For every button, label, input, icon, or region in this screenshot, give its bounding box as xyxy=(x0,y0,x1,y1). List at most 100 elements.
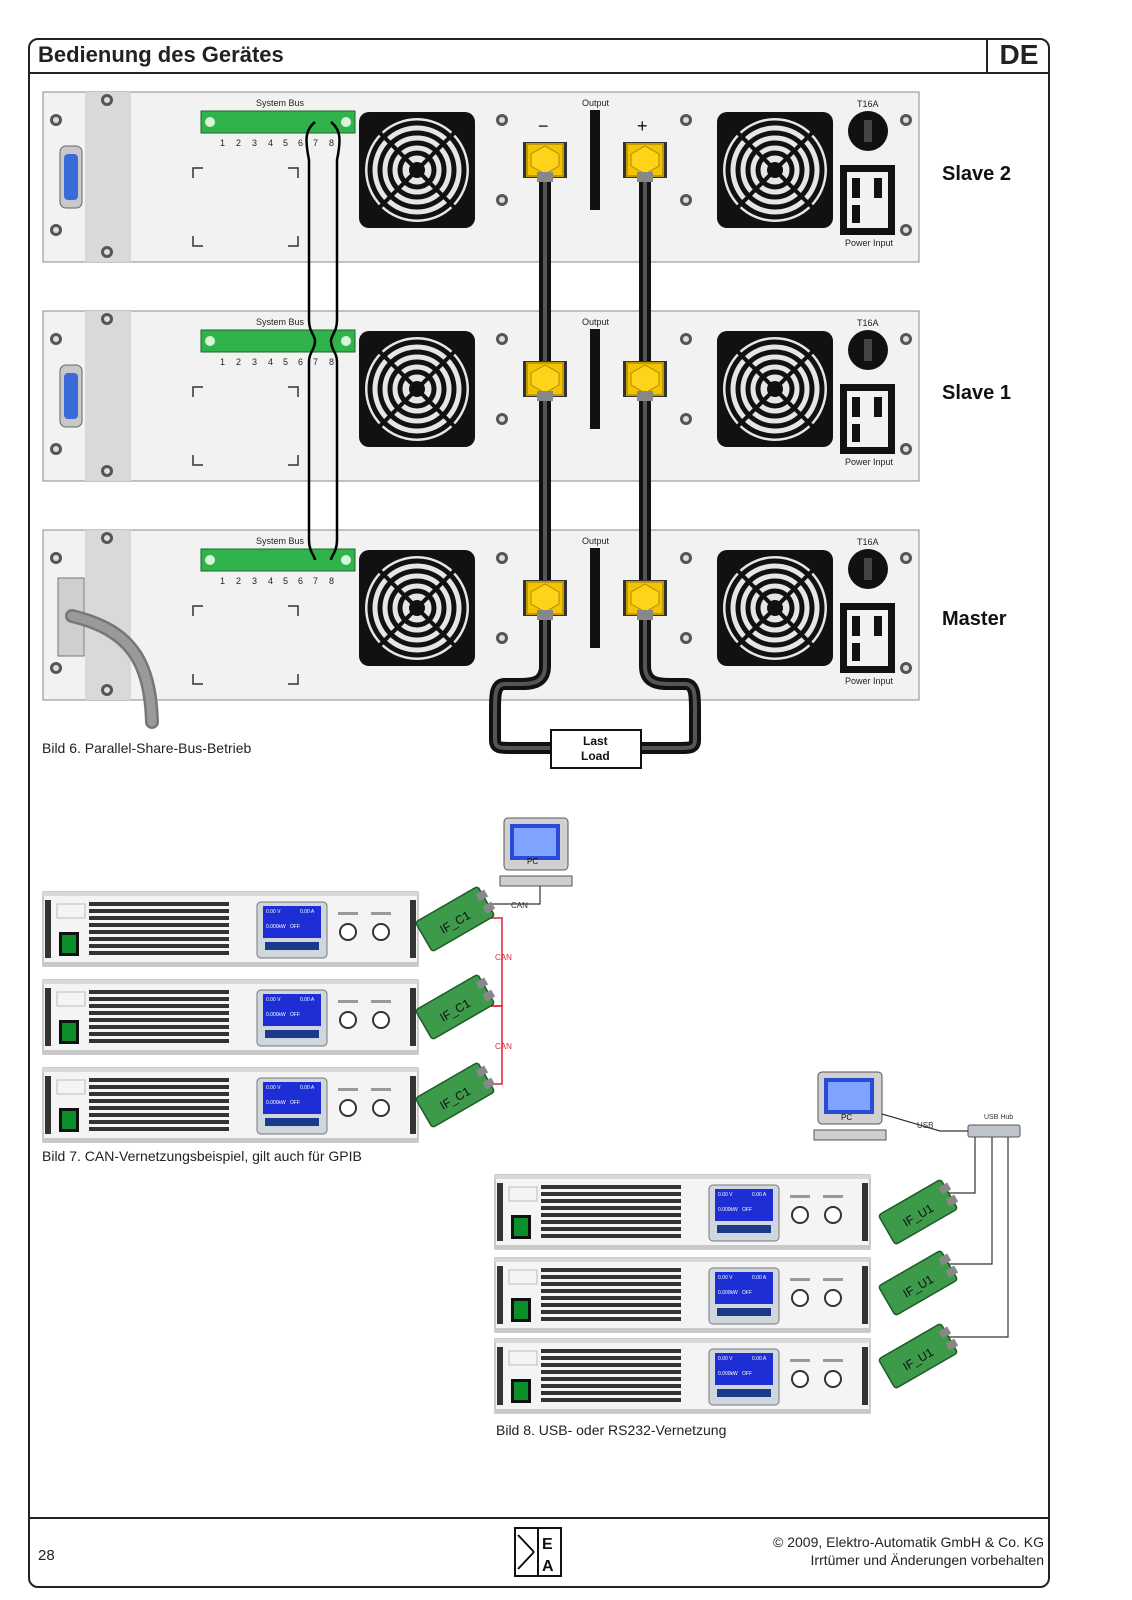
figure-6-parallel-share-bus: System Bus System Bus System Bus Output … xyxy=(42,91,1011,769)
can-pc-cable xyxy=(484,886,541,905)
svg-text:A: A xyxy=(542,1558,554,1575)
copyright-notice: © 2009, Elektro-Automatik GmbH & Co. KG … xyxy=(773,1533,1044,1569)
svg-text:0.000kW: 0.000kW xyxy=(266,924,286,930)
page-title: Bedienung des Gerätes xyxy=(38,42,284,67)
usb-cables xyxy=(881,1113,1009,1338)
minus-label: − xyxy=(538,116,549,136)
pc-icon xyxy=(813,1071,887,1141)
svg-text:OFF: OFF xyxy=(290,1100,300,1106)
svg-text:E: E xyxy=(542,1536,553,1553)
svg-text:0.00 A: 0.00 A xyxy=(752,1356,767,1362)
svg-text:7: 7 xyxy=(313,357,318,367)
plus-label: + xyxy=(637,116,648,136)
svg-text:0.00 V: 0.00 V xyxy=(266,909,281,915)
copyright-line-2: Irrtümer und Änderungen vorbehalten xyxy=(810,1552,1044,1568)
svg-text:7: 7 xyxy=(313,138,318,148)
page-number: 28 xyxy=(38,1547,55,1564)
svg-text:0.00 A: 0.00 A xyxy=(300,1085,315,1091)
svg-text:4: 4 xyxy=(268,138,273,148)
svg-text:0.000kW: 0.000kW xyxy=(718,1290,738,1296)
load-label-2: Load xyxy=(581,749,610,763)
page-frame xyxy=(28,38,1050,1588)
svg-text:5: 5 xyxy=(283,357,288,367)
system-bus-label: System Bus xyxy=(256,317,305,327)
svg-text:8: 8 xyxy=(329,357,334,367)
svg-text:USB: USB xyxy=(917,1121,933,1130)
usb-hub-icon xyxy=(967,1124,1021,1138)
unit-names: Slave 2 Slave 1 Master xyxy=(942,163,1011,630)
device-display-readouts: 0.00 V 0.00 A 0.000kW OFF 0.00 V 0.00 A 0.0… xyxy=(266,909,767,1377)
svg-text:0.000kW: 0.000kW xyxy=(718,1207,738,1213)
power-input-label: Power Input xyxy=(845,238,894,248)
svg-text:3: 3 xyxy=(252,357,257,367)
output-label: Output xyxy=(582,317,610,327)
svg-text:5: 5 xyxy=(283,138,288,148)
usb-labels: PC USB USB Hub xyxy=(841,1113,1013,1130)
system-bus-label: System Bus xyxy=(256,536,305,546)
svg-text:1: 1 xyxy=(220,357,225,367)
svg-text:OFF: OFF xyxy=(742,1207,752,1213)
svg-text:8: 8 xyxy=(329,138,334,148)
svg-text:0.00 V: 0.00 V xyxy=(718,1356,733,1362)
footer-divider xyxy=(28,1517,1050,1519)
output-label: Output xyxy=(582,536,610,546)
svg-text:0.00 V: 0.00 V xyxy=(266,997,281,1003)
svg-text:4: 4 xyxy=(268,576,273,586)
svg-text:6: 6 xyxy=(298,357,303,367)
can-labels: PC CAN CAN CAN xyxy=(495,857,538,1051)
figure-6-small-labels: System Bus System Bus System Bus Output … xyxy=(256,98,894,686)
fuse-label: T16A xyxy=(857,99,879,109)
system-bus-label: System Bus xyxy=(256,98,305,108)
svg-text:3: 3 xyxy=(252,138,257,148)
fuse-label: T16A xyxy=(857,318,879,328)
figure-8-usb-network: IF_U1 IF_U1 IF_U1 PC USB USB Hub xyxy=(494,1071,1021,1414)
svg-text:4: 4 xyxy=(268,357,273,367)
svg-text:OFF: OFF xyxy=(742,1290,752,1296)
slot-brackets xyxy=(192,167,299,685)
page-header: Bedienung des Gerätes DE xyxy=(28,38,1050,74)
svg-text:OFF: OFF xyxy=(290,924,300,930)
svg-text:0.00 V: 0.00 V xyxy=(266,1085,281,1091)
figure-8-caption: Bild 8. USB- oder RS232-Vernetzung xyxy=(496,1422,727,1438)
svg-text:2: 2 xyxy=(236,357,241,367)
power-input-socket-icon xyxy=(840,165,895,673)
svg-text:3: 3 xyxy=(252,576,257,586)
dsub-connector-icon xyxy=(59,145,83,428)
svg-text:0.00 A: 0.00 A xyxy=(752,1275,767,1281)
svg-text:7: 7 xyxy=(313,576,318,586)
svg-text:0.00 A: 0.00 A xyxy=(300,997,315,1003)
svg-text:6: 6 xyxy=(298,138,303,148)
system-bus-wires xyxy=(305,121,341,561)
svg-text:OFF: OFF xyxy=(742,1371,752,1377)
unit-name-slave-2: Slave 2 xyxy=(942,163,1011,185)
svg-text:0.00 A: 0.00 A xyxy=(300,909,315,915)
load-box xyxy=(550,729,642,769)
load-labels: Last Load xyxy=(581,734,610,763)
svg-text:CAN: CAN xyxy=(511,901,528,910)
unit-name-slave-1: Slave 1 xyxy=(942,382,1011,404)
power-input-label: Power Input xyxy=(845,676,894,686)
svg-text:2: 2 xyxy=(236,576,241,586)
load-label-1: Last xyxy=(583,734,608,748)
svg-text:1: 1 xyxy=(220,138,225,148)
svg-text:USB Hub: USB Hub xyxy=(984,1114,1013,1121)
svg-text:CAN: CAN xyxy=(495,953,512,962)
language-badge: DE xyxy=(986,38,1050,72)
svg-text:6: 6 xyxy=(298,576,303,586)
svg-text:0.00 A: 0.00 A xyxy=(752,1192,767,1198)
svg-text:1: 1 xyxy=(220,576,225,586)
svg-text:PC: PC xyxy=(841,1113,852,1122)
output-dividers xyxy=(590,110,600,648)
copyright-line-1: © 2009, Elektro-Automatik GmbH & Co. KG xyxy=(773,1534,1044,1550)
svg-text:0.000kW: 0.000kW xyxy=(266,1012,286,1018)
svg-text:0.00 V: 0.00 V xyxy=(718,1275,733,1281)
svg-text:2: 2 xyxy=(236,138,241,148)
output-label: Output xyxy=(582,98,610,108)
svg-text:0.000kW: 0.000kW xyxy=(718,1371,738,1377)
master-cable-icon xyxy=(57,577,159,729)
polarity-labels: − + xyxy=(538,116,648,136)
svg-text:5: 5 xyxy=(283,576,288,586)
svg-text:0.000kW: 0.000kW xyxy=(266,1100,286,1106)
